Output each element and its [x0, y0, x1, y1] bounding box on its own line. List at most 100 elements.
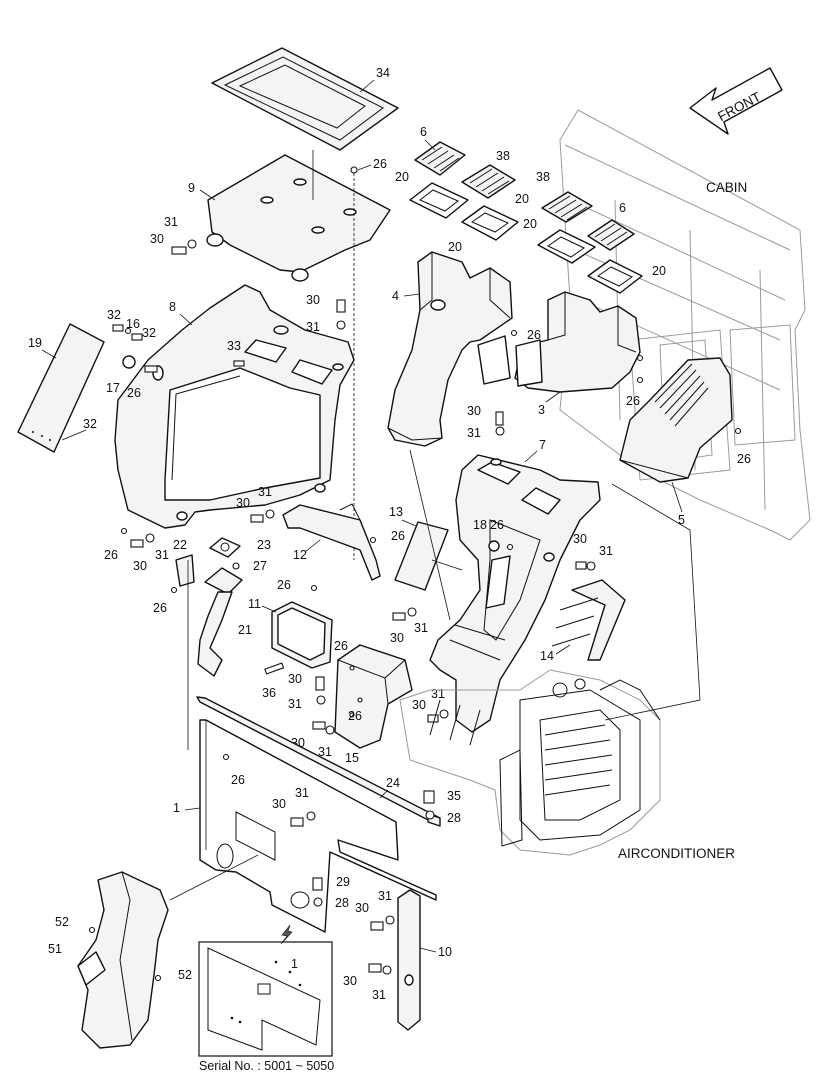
part-4-duct-left	[387, 251, 513, 447]
callout-26-duct4: 26	[527, 328, 541, 342]
callout-31-b: 31	[467, 426, 481, 440]
part-51-lower-duct	[77, 871, 169, 1049]
callout-23: 23	[257, 538, 271, 552]
callout-30-m: 30	[343, 974, 357, 988]
callout-26-m: 26	[231, 773, 245, 787]
callout-30-e: 30	[133, 559, 147, 573]
callout-6-a: 6	[420, 125, 427, 139]
callout-51: 51	[48, 942, 62, 956]
callout-17: 17	[106, 381, 120, 395]
callout-13: 13	[389, 505, 403, 519]
callout-31-h: 31	[288, 697, 302, 711]
part-14-duct-brackets	[551, 579, 626, 661]
part-8-side-panel	[114, 284, 355, 529]
serial-number-caption: Serial No. : 5001 ~ 5050	[199, 1059, 334, 1073]
callout-30-b: 30	[467, 404, 481, 418]
callout-32-a: 32	[107, 308, 121, 322]
callout-30-j: 30	[412, 698, 426, 712]
bolt-30-washer-31-plate	[290, 811, 316, 827]
callout-16: 16	[126, 317, 140, 331]
bolt-30-washer-31-part9	[171, 239, 197, 255]
vent-grille-6-left	[414, 141, 466, 176]
gasket-20-left-pair	[409, 182, 519, 241]
bolt-29-washer-28	[312, 877, 323, 907]
callout-26-g: 26	[391, 529, 405, 543]
callout-26-j: 26	[277, 578, 291, 592]
callout-26-h: 26	[490, 518, 504, 532]
callout-31-f: 31	[599, 544, 613, 558]
fasteners-lower-left-part8	[120, 527, 155, 548]
callout-24: 24	[386, 776, 400, 790]
callout-26-duct3: 26	[626, 394, 640, 408]
callout-20-e: 20	[652, 264, 666, 278]
callout-22: 22	[173, 538, 187, 552]
bolt-30-washer-31-bracket	[250, 509, 275, 523]
bolts-30-31-strip	[368, 915, 395, 975]
callout-20-d: 20	[523, 217, 537, 231]
callout-19: 19	[28, 336, 42, 350]
part-9-upper-cover	[206, 154, 391, 282]
bolt-30-washer-31-part8	[336, 299, 346, 330]
gasket-20-right-pair	[537, 229, 643, 294]
callout-31-a: 31	[164, 215, 178, 229]
callout-11: 11	[248, 597, 261, 611]
callout-26-c: 26	[127, 386, 141, 400]
vent-grille-38-left	[461, 164, 516, 199]
callout-26-n: 26	[348, 709, 362, 723]
part-21-drain-hose	[197, 567, 243, 677]
serial-number-inset	[198, 941, 333, 1057]
callout-9: 9	[188, 181, 195, 195]
part-34-floor-mat-tray	[211, 47, 399, 151]
callout-21: 21	[238, 623, 252, 637]
callout-26-duct5: 26	[737, 452, 751, 466]
part-15-box-duct	[334, 644, 413, 749]
callout-36: 36	[262, 686, 276, 700]
callout-32-b: 32	[142, 326, 156, 340]
callout-20-c: 20	[448, 240, 462, 254]
part-3-duct-right	[514, 291, 641, 393]
callout-15: 15	[345, 751, 359, 765]
callout-30-l: 30	[355, 901, 369, 915]
callout-20-a: 20	[395, 170, 409, 184]
callout-31-j: 31	[431, 687, 445, 701]
callout-5: 5	[678, 513, 685, 527]
callout-14: 14	[540, 649, 554, 663]
callout-20-b: 20	[515, 192, 529, 206]
callout-31-c: 31	[306, 320, 320, 334]
part-23-gasket	[209, 537, 241, 558]
callout-28-b: 28	[335, 896, 349, 910]
callout-12: 12	[293, 548, 307, 562]
clip-16-and-32-fasteners	[112, 324, 158, 373]
callout-33: 33	[227, 339, 241, 353]
callout-31-i: 31	[318, 745, 332, 759]
callout-30-h: 30	[288, 672, 302, 686]
callout-10: 10	[438, 945, 452, 959]
callout-26-f: 26	[104, 548, 118, 562]
callout-30-c: 30	[306, 293, 320, 307]
part-10-vertical-strip	[397, 889, 421, 1031]
part-12-bracket	[282, 503, 381, 581]
callout-6-b: 6	[619, 201, 626, 215]
part-19-side-board	[17, 323, 105, 453]
bolts-30-31-box	[312, 676, 335, 735]
callout-3: 3	[538, 403, 545, 417]
vent-grille-38-right	[541, 191, 593, 223]
callout-18: 18	[473, 518, 487, 532]
callout-30-k: 30	[272, 797, 286, 811]
part-13-access-cover	[394, 521, 449, 591]
callout-52-a: 52	[55, 915, 69, 929]
callout-26-k: 26	[334, 639, 348, 653]
callout-34: 34	[376, 66, 390, 80]
callout-30-g: 30	[390, 631, 404, 645]
callout-29: 29	[336, 875, 350, 889]
callout-31-g: 31	[414, 621, 428, 635]
front-direction-arrow: FRONT	[689, 67, 783, 135]
part-5-duct-rear	[619, 357, 733, 483]
callout-31-d: 31	[258, 485, 272, 499]
callout-26-i: 26	[153, 601, 167, 615]
callout-52-b: 52	[178, 968, 192, 982]
bolt-30-washer-31-duct	[495, 411, 505, 436]
screw-26-top	[350, 166, 358, 560]
callout-4: 4	[392, 289, 399, 303]
